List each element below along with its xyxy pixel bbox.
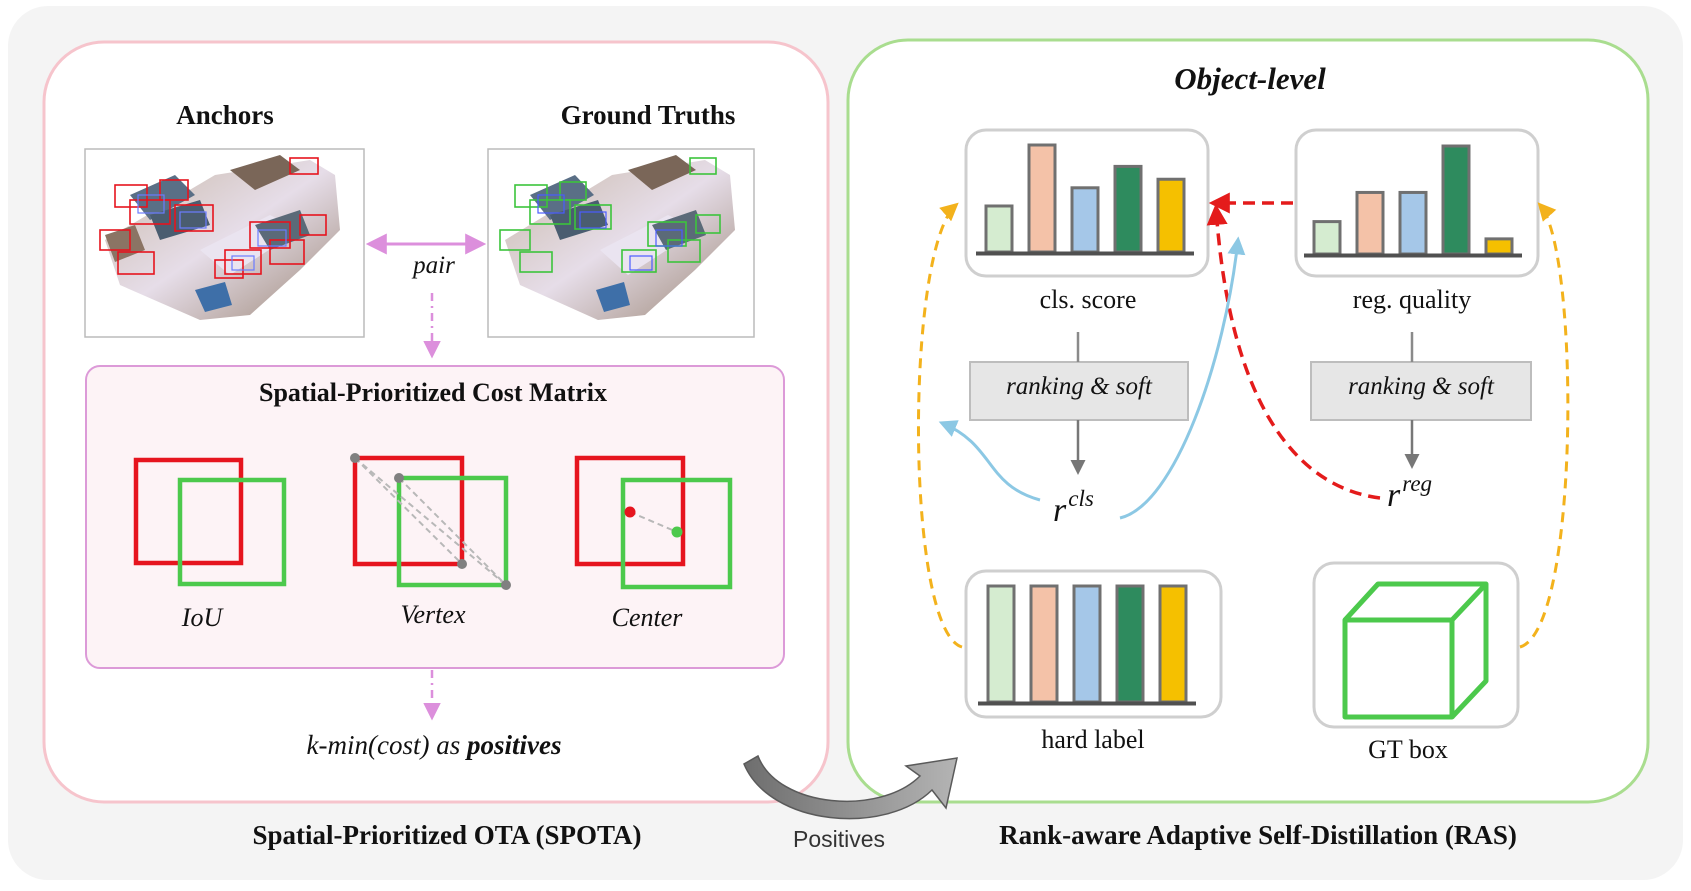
iou-label: IoU xyxy=(181,603,223,632)
cls-score-bar-4 xyxy=(1113,164,1143,254)
cost-matrix-box xyxy=(85,365,785,669)
gt-cube-icon xyxy=(1342,581,1489,720)
hard-label-bar-3 xyxy=(1072,584,1102,704)
reg-quality-bar-5 xyxy=(1484,237,1514,256)
hard-label-bar-2 xyxy=(1029,584,1059,704)
ras-caption: Rank-aware Adaptive Self-Distillation (R… xyxy=(999,820,1517,850)
center-label: Center xyxy=(611,603,683,632)
r-reg-base: r xyxy=(1387,477,1401,514)
rreg-to-cls-dashed-arrow xyxy=(1206,203,1381,500)
ground-truths-title: Ground Truths xyxy=(560,100,736,130)
vertex-label: Vertex xyxy=(400,600,466,629)
anchors-title: Anchors xyxy=(176,100,274,130)
reg-quality-bar-2 xyxy=(1355,190,1385,256)
r-reg-symbol: rreg xyxy=(1387,471,1432,515)
reg-quality-bar-3 xyxy=(1398,190,1428,256)
hard-label-bar-4 xyxy=(1115,584,1145,704)
gt-box-to-reg-dashed-arrow xyxy=(1519,202,1570,649)
object-level-title: Object-level xyxy=(1174,61,1326,96)
hard-label-label: hard label xyxy=(1041,725,1145,754)
cls-score-bar-2 xyxy=(1027,143,1057,254)
reg-quality-bar-4 xyxy=(1441,144,1471,256)
hard-label-to-cls-dashed-arrow xyxy=(916,202,963,649)
vertex-illustration xyxy=(350,453,511,590)
hard-label-bar-5 xyxy=(1158,584,1188,704)
spota-caption: Spatial-Prioritized OTA (SPOTA) xyxy=(252,820,642,850)
cls-score-bars xyxy=(976,143,1194,256)
reg-quality-label: reg. quality xyxy=(1352,285,1472,314)
positives-label: Positives xyxy=(792,826,886,852)
pair-label: pair xyxy=(413,252,455,279)
r-cls-sup: cls xyxy=(1068,486,1094,511)
cls-score-bar-1 xyxy=(984,204,1014,254)
anchors-scene-image xyxy=(84,148,365,338)
kmin-bold: positives xyxy=(466,730,562,760)
hard-label-bars xyxy=(978,584,1196,706)
ranking-reg-box xyxy=(1310,361,1532,421)
iou-illustration xyxy=(133,457,287,587)
cls-score-label: cls. score xyxy=(1039,285,1137,314)
kmin-prefix: k-min(cost) as xyxy=(306,730,467,760)
hard-label-bar-1 xyxy=(986,584,1016,704)
r-reg-sup: reg xyxy=(1402,471,1433,496)
cls-score-bar-5 xyxy=(1156,177,1186,254)
center-illustration xyxy=(574,455,733,590)
gt-box-label: GT box xyxy=(1368,735,1448,764)
kmin-positives-label: k-min(cost) as positives xyxy=(307,730,562,761)
rcls-left-arrow xyxy=(938,420,1041,502)
reg-quality-bars xyxy=(1304,144,1522,258)
ground-truths-scene-image xyxy=(487,148,755,338)
r-cls-base: r xyxy=(1053,492,1067,529)
reg-quality-bar-1 xyxy=(1312,220,1342,256)
ranking-reg-label: ranking & soft xyxy=(1348,373,1494,400)
ranking-cls-label: ranking & soft xyxy=(1006,373,1152,400)
cls-score-bar-3 xyxy=(1070,186,1100,254)
rcls-to-cls-arrow xyxy=(1119,236,1246,520)
cost-matrix-title: Spatial-Prioritized Cost Matrix xyxy=(258,378,608,407)
r-cls-symbol: rcls xyxy=(1053,486,1094,530)
positives-curved-arrow xyxy=(743,754,958,820)
